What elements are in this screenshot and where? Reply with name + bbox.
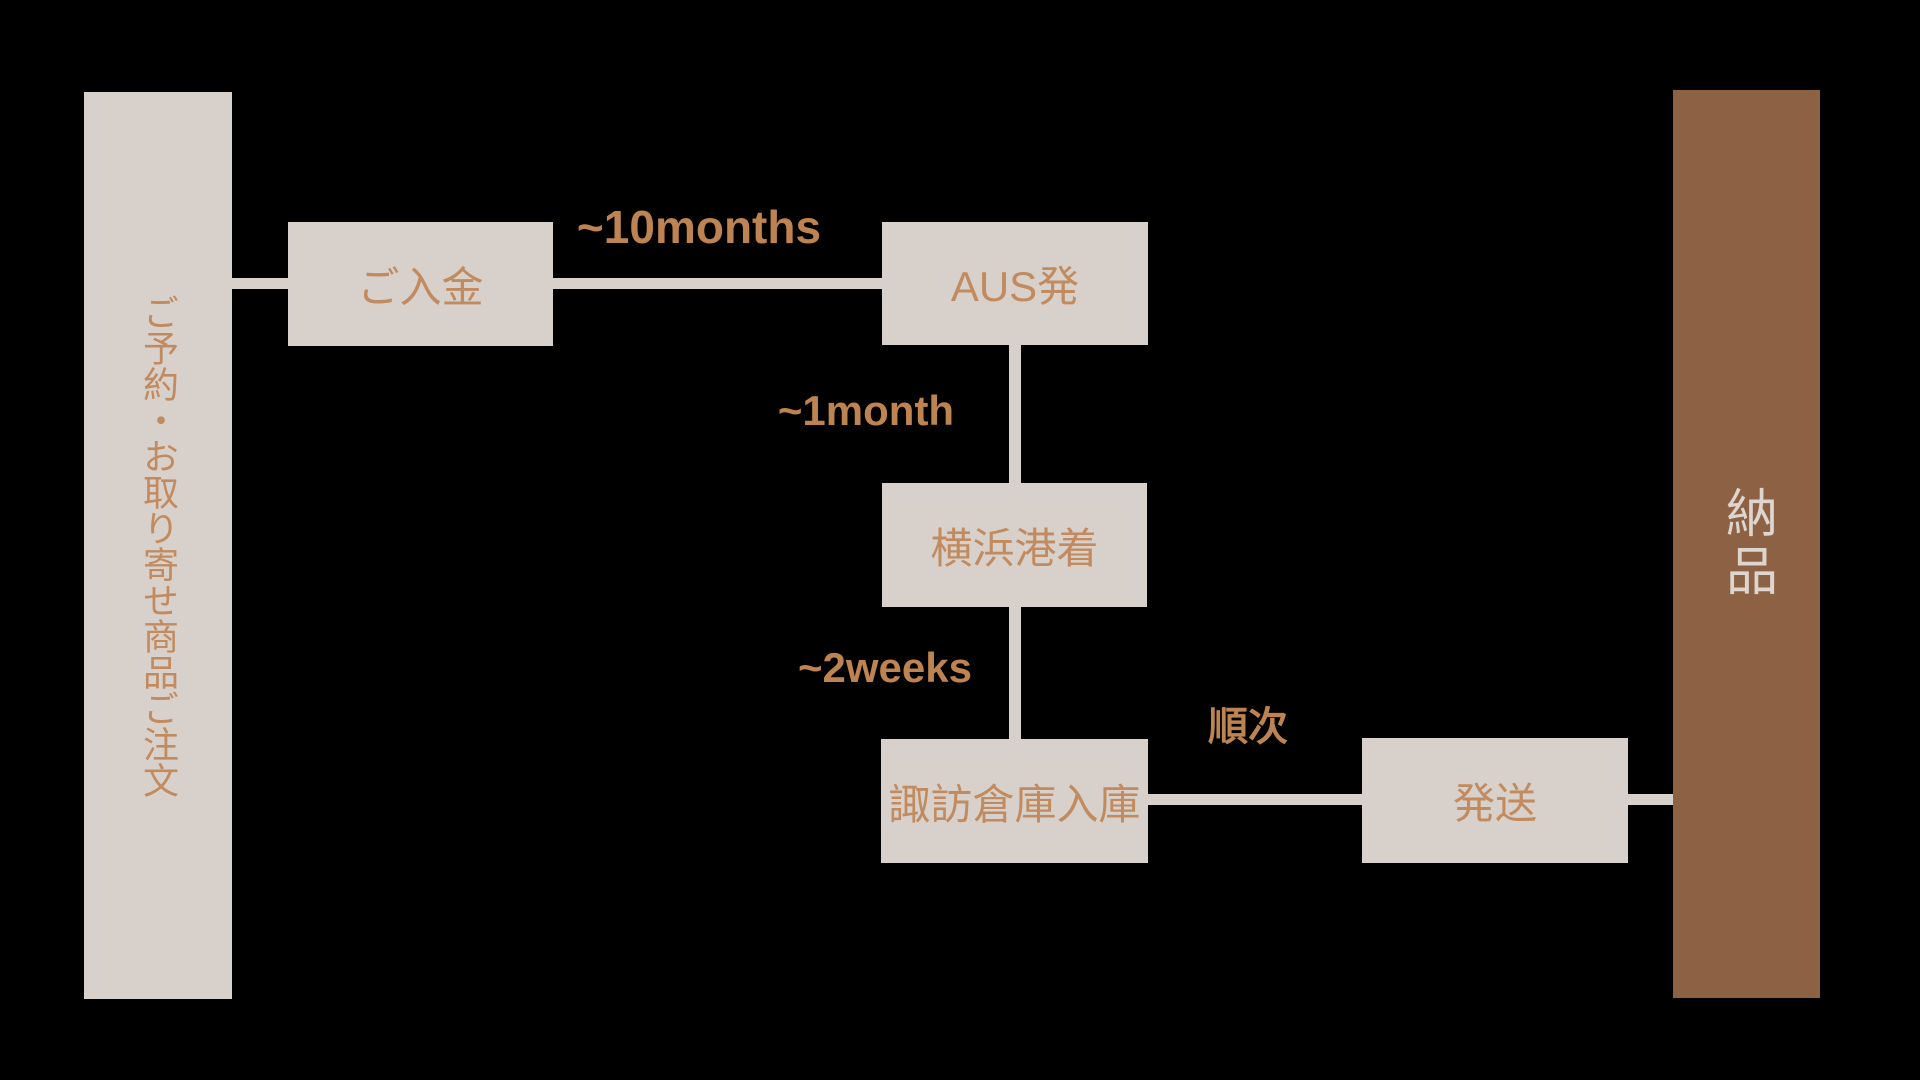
delivery-end-bar-label: 納品 [1717, 486, 1776, 602]
edge-label-10months: ~10months [576, 201, 822, 253]
node-suwa-warehouse: 諏訪倉庫入庫 [881, 739, 1148, 863]
node-yokohama-arrival-label: 横浜港着 [930, 524, 1099, 572]
edge-suwa-to-shipping [1148, 794, 1362, 805]
edge-order-to-payment [232, 278, 288, 289]
edge-label-1month: ~1month [777, 387, 955, 434]
edge-payment-to-aus [553, 278, 882, 289]
edge-label-2weeks: ~2weeks [798, 644, 972, 691]
edge-shipping-to-delivery [1628, 794, 1673, 805]
node-shipping: 発送 [1362, 738, 1628, 863]
node-aus-departure-label: AUS発 [950, 263, 1080, 310]
edge-label-junji: 順次 [1208, 705, 1288, 749]
delivery-end-bar: 納品 [1673, 90, 1820, 998]
node-payment-label: ご入金 [357, 263, 484, 311]
edge-yokohama-to-suwa [1009, 607, 1021, 739]
node-suwa-warehouse-label: 諏訪倉庫入庫 [888, 780, 1141, 828]
edge-aus-to-yokohama [1009, 345, 1021, 483]
order-start-bar: ご予約・お取り寄せ商品ご注文 [84, 92, 232, 999]
order-start-bar-label: ご予約・お取り寄せ商品ご注文 [138, 293, 179, 798]
node-aus-departure: AUS発 [882, 222, 1148, 345]
node-shipping-label: 発送 [1452, 780, 1537, 827]
node-payment: ご入金 [288, 222, 553, 346]
node-yokohama-arrival: 横浜港着 [882, 483, 1147, 607]
